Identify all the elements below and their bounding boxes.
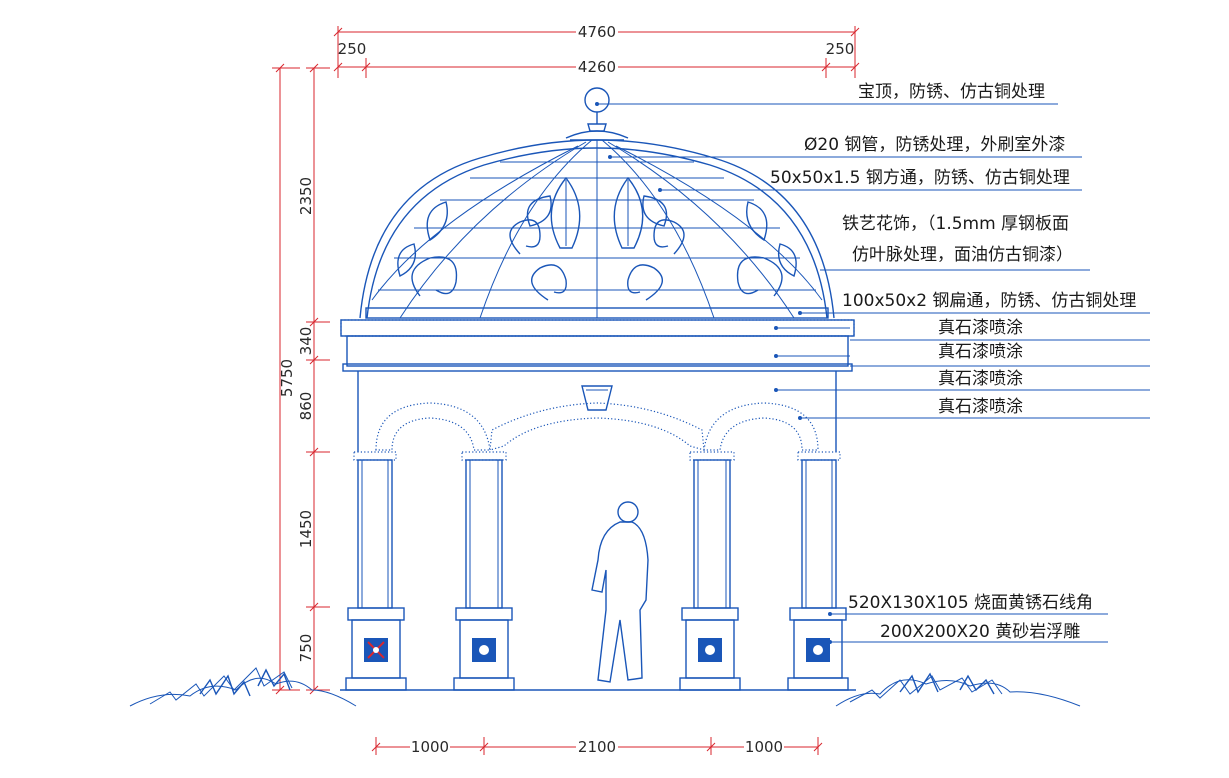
dim-top-left-margin: 250 [338, 40, 367, 58]
note-flat-tube: 100x50x2 钢扁通，防锈、仿古铜处理 [842, 291, 1136, 311]
dim-top-inner: 4260 [578, 58, 616, 76]
dim-height-column: 1450 [297, 510, 315, 548]
human-figure [591, 501, 649, 683]
note-square-tube: 50x50x1.5 钢方通，防锈、仿古铜处理 [770, 168, 1070, 188]
note-ironwork-line1: 铁艺花饰，（1.5mm 厚钢板面 [842, 214, 1069, 234]
note-finial: 宝顶，防锈、仿古铜处理 [858, 82, 1045, 102]
note-sandstone-relief: 200X200X20 黄砂岩浮雕 [880, 622, 1080, 642]
dim-top-total: 4760 [578, 23, 616, 41]
entablature [340, 319, 855, 372]
dim-height-total: 5750 [278, 359, 296, 397]
note-stone-paint-2: 真石漆喷涂 [938, 342, 1023, 362]
dome [359, 87, 835, 319]
note-stone-paint-4: 真石漆喷涂 [938, 397, 1023, 417]
dim-height-dome: 2350 [297, 177, 315, 215]
note-rust-stone-moulding: 520X130X105 烧面黄锈石线角 [848, 593, 1093, 613]
note-stone-paint-3: 真石漆喷涂 [938, 369, 1023, 389]
dim-height-arch: 860 [297, 392, 315, 421]
note-stone-paint-1: 真石漆喷涂 [938, 318, 1023, 338]
leader-lines [595, 102, 1150, 644]
dim-bottom-left: 1000 [411, 738, 449, 756]
arches [357, 371, 837, 452]
dim-height-base: 750 [297, 634, 315, 663]
dim-bottom-right: 1000 [745, 738, 783, 756]
finial-ball [584, 87, 610, 113]
note-steel-pipe: Ø20 钢管，防锈处理，外刷室外漆 [804, 135, 1065, 155]
note-ironwork-line2: 仿叶脉处理，面油仿古铜漆） [852, 245, 1073, 265]
shrubs [129, 667, 1081, 707]
dim-height-cornice: 340 [297, 327, 315, 356]
dim-top-right-margin: 250 [826, 40, 855, 58]
dim-bottom-center: 2100 [578, 738, 616, 756]
left-dimension-lines [272, 63, 330, 695]
columns [345, 451, 849, 691]
